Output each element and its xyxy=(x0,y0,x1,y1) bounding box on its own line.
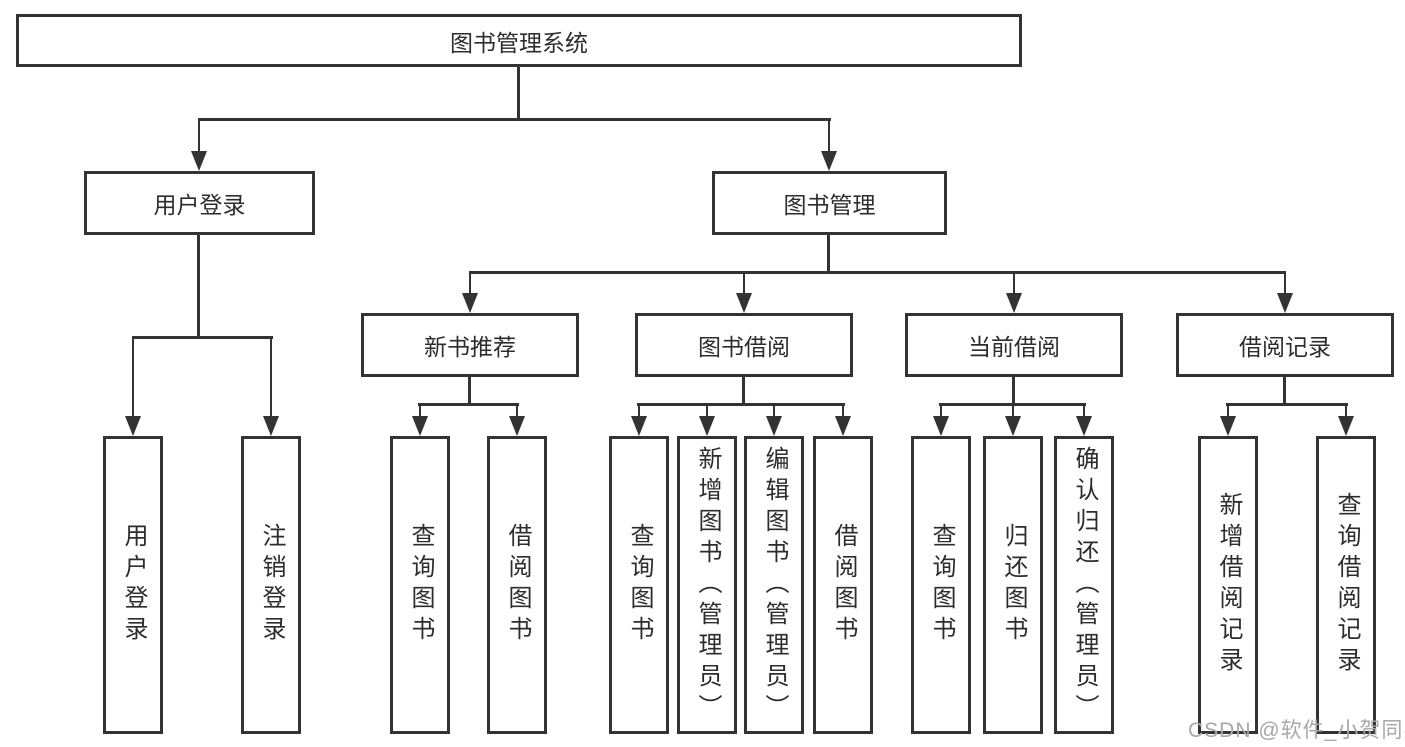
leaf-confirm-return-admin: 确认归还（管理员） xyxy=(1054,436,1114,734)
leaf-add-book-admin: 新增图书（管理员） xyxy=(677,436,737,734)
node-book-borrow-label: 图书借阅 xyxy=(698,334,790,360)
connector-line xyxy=(742,377,745,406)
connector-line xyxy=(517,67,520,121)
connector-line xyxy=(468,377,471,406)
leaf-query-book-current: 查询图书 xyxy=(911,436,971,734)
node-user-login: 用户登录 xyxy=(84,171,315,235)
node-new-book-recommend-label: 新书推荐 xyxy=(424,334,516,360)
connector-line xyxy=(1226,403,1348,406)
node-new-book-recommend: 新书推荐 xyxy=(361,313,579,377)
connector-line xyxy=(418,403,519,406)
connector-line xyxy=(132,336,273,339)
leaf-query-borrow-record: 查询借阅记录 xyxy=(1316,436,1376,734)
leaf-add-borrow-record: 新增借阅记录 xyxy=(1198,436,1258,734)
node-borrow-record: 借阅记录 xyxy=(1176,313,1394,377)
node-book-borrow: 图书借阅 xyxy=(635,313,853,377)
connector-line xyxy=(198,118,831,121)
connector-line xyxy=(1012,377,1015,406)
leaf-borrow-book: 借阅图书 xyxy=(813,436,873,734)
connector-line xyxy=(827,235,830,274)
node-current-borrow-label: 当前借阅 xyxy=(968,334,1060,360)
watermark: CSDN @软件_小贺同学 xyxy=(1188,719,1405,742)
node-borrow-record-label: 借阅记录 xyxy=(1239,334,1331,360)
leaf-query-book-borrow: 查询图书 xyxy=(609,436,669,734)
connector-line xyxy=(637,403,845,406)
leaf-borrow-book-recommend: 借阅图书 xyxy=(487,436,547,734)
leaf-user-login: 用户登录 xyxy=(103,436,163,734)
leaf-query-book-recommend: 查询图书 xyxy=(390,436,450,734)
connector-line xyxy=(469,271,1286,274)
leaf-edit-book-admin: 编辑图书（管理员） xyxy=(744,436,804,734)
node-library-system: 图书管理系统 xyxy=(16,14,1022,67)
node-book-management: 图书管理 xyxy=(712,171,947,235)
leaf-return-book: 归还图书 xyxy=(983,436,1043,734)
node-library-system-label: 图书管理系统 xyxy=(450,29,588,56)
node-user-login-label: 用户登录 xyxy=(153,192,246,218)
connector-line xyxy=(1283,377,1286,406)
connector-line xyxy=(939,403,1086,406)
node-book-management-label: 图书管理 xyxy=(783,192,876,218)
node-current-borrow: 当前借阅 xyxy=(905,313,1123,377)
leaf-logout: 注销登录 xyxy=(241,436,301,734)
connector-line xyxy=(197,235,200,338)
